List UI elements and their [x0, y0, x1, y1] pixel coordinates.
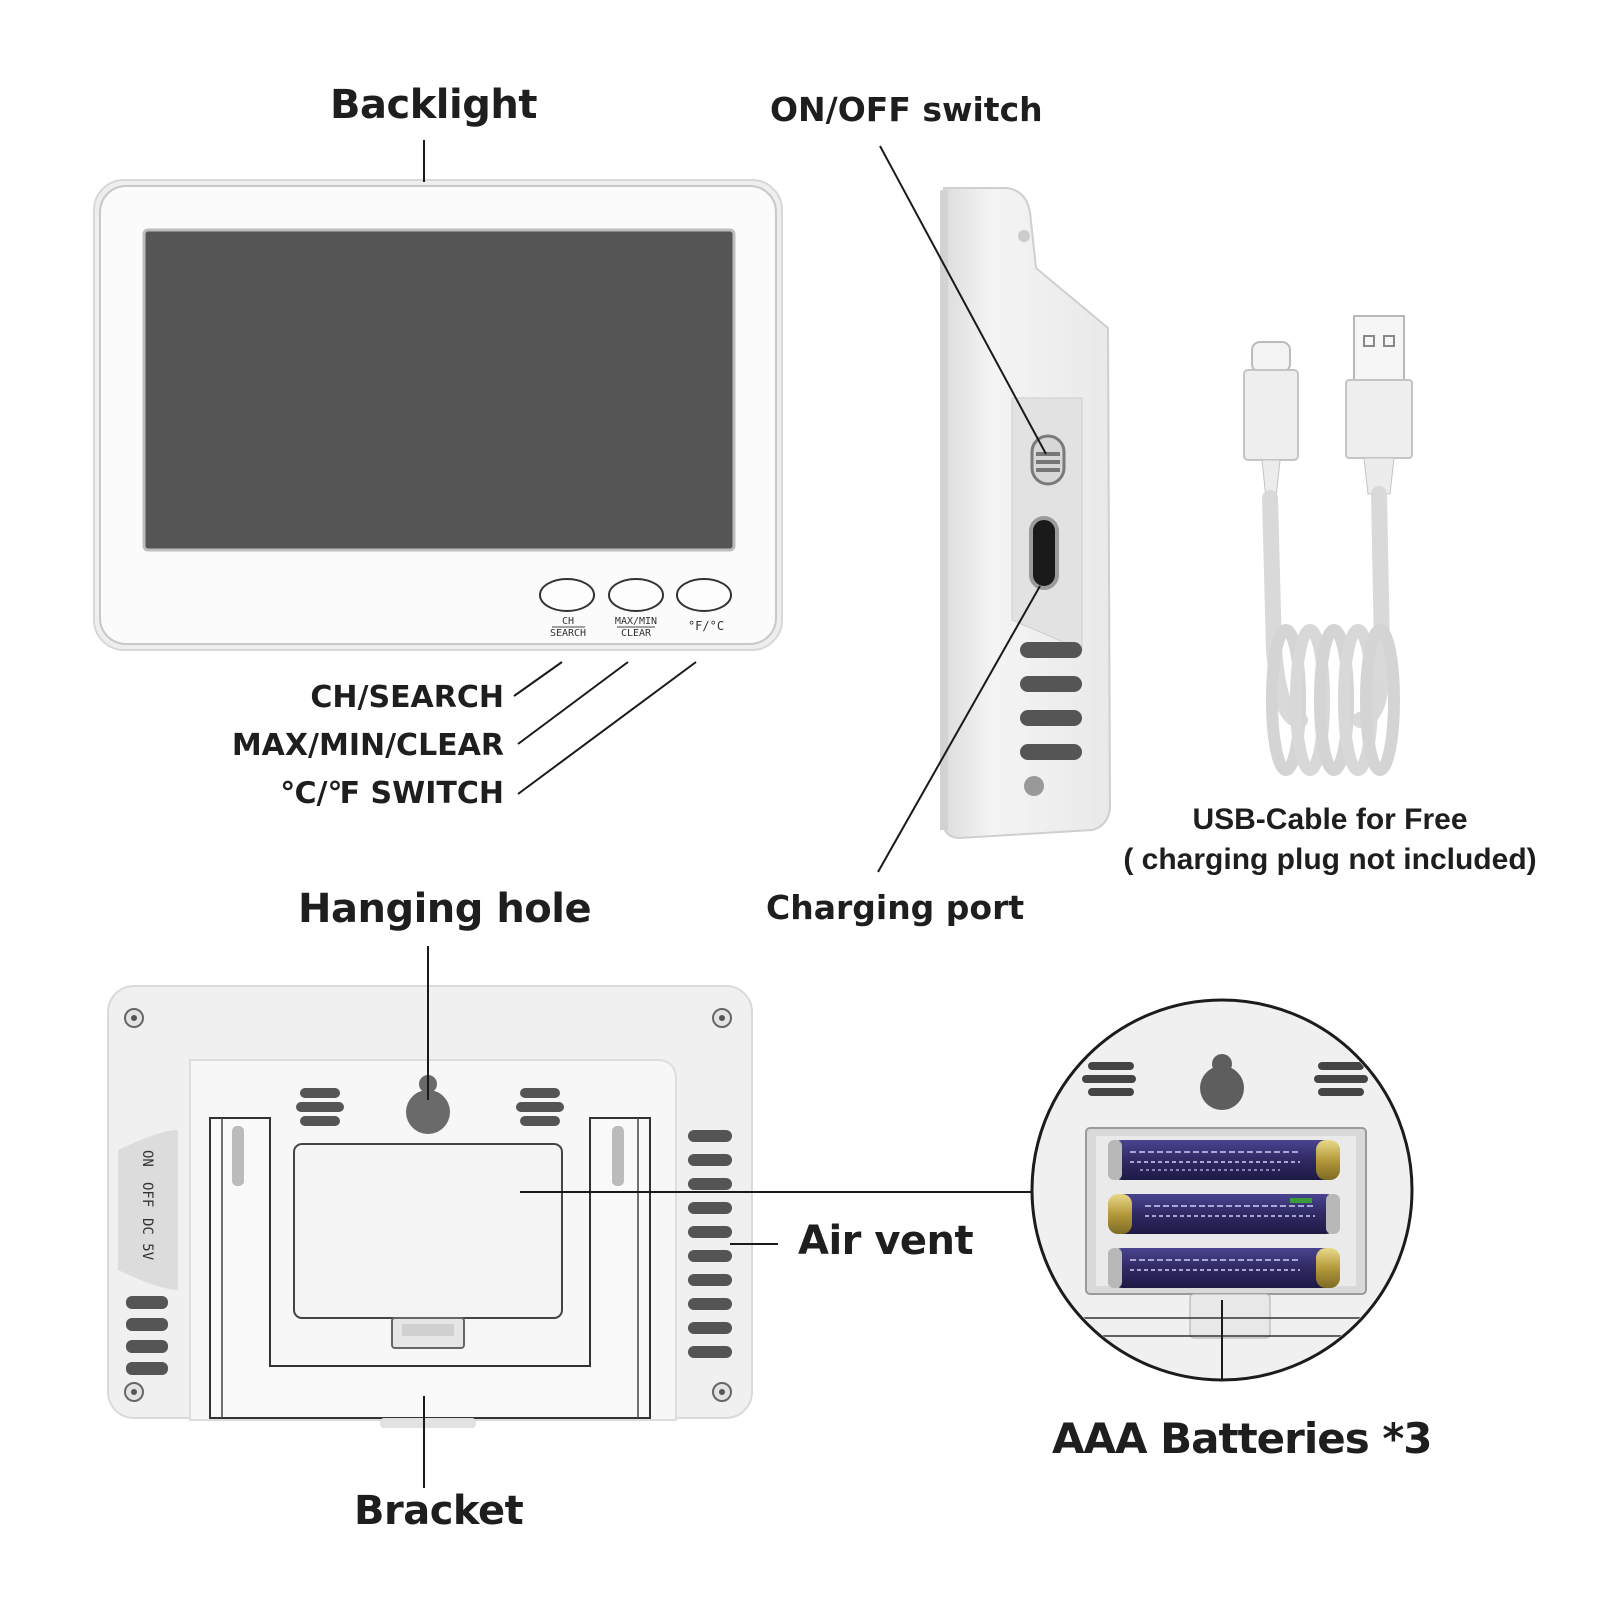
- side-text-off: OFF: [139, 1182, 155, 1207]
- device-front: CH SEARCH MAX/MIN CLEAR °F/°C: [93, 179, 783, 651]
- right-air-vent: [688, 1130, 732, 1358]
- side-vent: [1020, 710, 1082, 726]
- label-bracket: Bracket: [354, 1488, 524, 1534]
- hanging-hole: [406, 1090, 450, 1134]
- side-vent: [1020, 642, 1082, 658]
- side-text-dc: DC 5V: [139, 1218, 155, 1261]
- battery: [1108, 1140, 1340, 1180]
- ch-search-button[interactable]: [539, 578, 595, 612]
- max-button-caption-2: CLEAR: [621, 628, 652, 639]
- battery-zoom: [1030, 998, 1414, 1382]
- label-backlight: Backlight: [330, 82, 537, 128]
- left-air-vent: [126, 1296, 168, 1375]
- label-usb-cable-line1: USB-Cable for Free: [1192, 803, 1468, 836]
- lcd-screen: [142, 228, 736, 552]
- top-air-vent: [296, 1088, 564, 1126]
- label-aaa-batteries: AAA Batteries *3: [1052, 1414, 1433, 1463]
- label-hanging-hole: Hanging hole: [298, 886, 592, 932]
- label-air-vent: Air vent: [798, 1218, 974, 1264]
- side-vent: [1020, 676, 1082, 692]
- side-text-on: ON: [139, 1150, 155, 1167]
- label-c-f-switch: ℃/℉ SWITCH: [280, 776, 504, 811]
- max-min-clear-button[interactable]: [608, 578, 664, 612]
- ch-button-caption-2: SEARCH: [550, 628, 586, 639]
- battery-cover: [293, 1143, 563, 1319]
- device-back: ON OFF DC 5V: [107, 985, 753, 1428]
- leader-lines: [423, 140, 1223, 1488]
- battery: [1108, 1248, 1340, 1288]
- label-on-off-switch: ON/OFF switch: [770, 90, 1043, 129]
- usb-a-connector: [1353, 315, 1405, 383]
- temp-unit-button[interactable]: [676, 578, 732, 612]
- charging-port[interactable]: [1029, 516, 1059, 590]
- label-ch-search: CH/SEARCH: [310, 680, 504, 715]
- label-charging-port: Charging port: [766, 888, 1025, 927]
- label-max-min-clear: MAX/MIN/CLEAR: [231, 728, 504, 763]
- usb-c-connector: [1251, 341, 1291, 373]
- label-usb-cable-line2: ( charging plug not included): [1123, 843, 1537, 876]
- ch-button-caption-1: CH: [562, 616, 574, 627]
- usb-cable: [1243, 315, 1413, 776]
- device-side: [940, 187, 1112, 840]
- battery: [1108, 1194, 1340, 1234]
- bracket-frame: [209, 1117, 651, 1419]
- max-button-caption-1: MAX/MIN: [615, 616, 657, 627]
- side-vent: [1020, 744, 1082, 760]
- label-usb-cable: USB-Cable for Free ( charging plug not i…: [1120, 800, 1540, 880]
- unit-button-caption: °F/°C: [688, 619, 724, 633]
